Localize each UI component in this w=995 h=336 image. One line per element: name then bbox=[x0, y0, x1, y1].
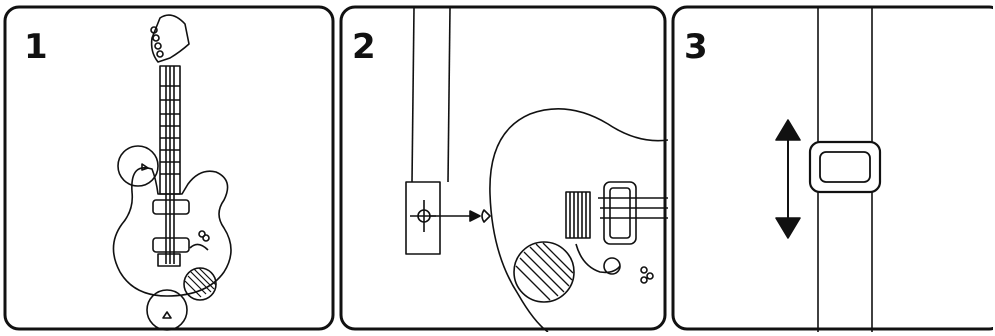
step-2-illustration bbox=[339, 5, 668, 332]
step-number-2: 2 bbox=[352, 27, 376, 67]
step-1-panel: 1 bbox=[2, 4, 336, 332]
panel-border bbox=[3, 5, 335, 331]
step-number-3: 3 bbox=[684, 27, 708, 67]
guitar-body-closeup bbox=[489, 108, 668, 332]
step-3-illustration bbox=[671, 5, 993, 332]
strap-buckle bbox=[808, 140, 882, 194]
adjust-double-arrow bbox=[775, 119, 801, 239]
attach-arrow bbox=[430, 209, 491, 223]
strap bbox=[405, 7, 451, 255]
step-1-illustration bbox=[3, 5, 335, 331]
step-number-1: 1 bbox=[24, 27, 48, 67]
panel-border bbox=[671, 5, 993, 331]
guitar-front-view bbox=[112, 14, 232, 331]
panel-border bbox=[339, 5, 667, 331]
step-2-panel: 2 bbox=[338, 4, 668, 332]
step-3-panel: 3 bbox=[670, 4, 993, 332]
